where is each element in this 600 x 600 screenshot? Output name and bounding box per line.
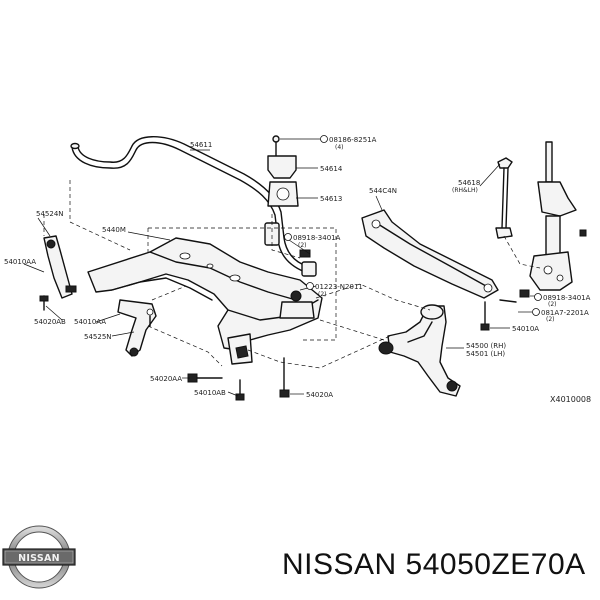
label-544C4N: 544C4N bbox=[369, 187, 397, 195]
ball-joint bbox=[446, 380, 458, 392]
nut-stack-upper bbox=[299, 249, 311, 258]
subframe-mount-block bbox=[279, 301, 315, 319]
label-08918-3401A-upper: 08918-3401A bbox=[293, 234, 341, 242]
part-number-title: NISSAN 54050ZE70A bbox=[282, 548, 586, 581]
label-01223-N2011: 01223-N2011 bbox=[315, 283, 363, 291]
bolt-54010AB bbox=[235, 379, 245, 401]
lower-control-arm bbox=[378, 304, 461, 397]
label-54611: 54611 bbox=[190, 141, 212, 149]
label-01223-qty: (2) bbox=[318, 291, 327, 298]
label-54524N: 54524N bbox=[36, 210, 64, 218]
nut-symbol bbox=[306, 282, 314, 290]
label-08186-8251A: 08186-8251A bbox=[329, 136, 377, 144]
label-54614: 54614 bbox=[320, 165, 343, 173]
label-54618-side: (RH&LH) bbox=[452, 187, 478, 194]
control-arm-rear-bushing bbox=[420, 304, 444, 320]
leader-lines bbox=[23, 138, 540, 397]
strut-fasteners bbox=[499, 289, 530, 303]
bolt-symbol bbox=[532, 308, 540, 316]
label-54525N: 54525N bbox=[84, 333, 112, 341]
label-54618: 54618 bbox=[458, 179, 480, 187]
bolt-symbol bbox=[320, 135, 328, 143]
figure-reference: X4010008 bbox=[550, 395, 591, 404]
logo-wordmark: NISSAN bbox=[18, 553, 60, 564]
label-54613: 54613 bbox=[320, 195, 342, 203]
suspension-exploded-diagram: 54611 54614 54613 08186-8251A (4) 08918-… bbox=[4, 135, 591, 404]
label-08918-3401A-right: 08918-3401A bbox=[543, 294, 591, 302]
front-strut bbox=[529, 141, 587, 291]
reference-lines bbox=[43, 180, 541, 369]
mid-mount-bracket bbox=[117, 299, 157, 357]
stabilizer-bar-end bbox=[70, 142, 80, 150]
label-08918-right-qty: (2) bbox=[548, 301, 557, 308]
stabilizer-bar bbox=[70, 136, 317, 277]
label-081A7-2201A: 081A7-2201A bbox=[541, 309, 589, 317]
control-arm-front-bushing bbox=[378, 341, 394, 355]
lower-link-reinforcement bbox=[361, 209, 499, 299]
label-54020A: 54020A bbox=[306, 391, 333, 399]
label-54010AA-mid: 54010AA bbox=[74, 318, 106, 326]
fastener-symbols bbox=[284, 135, 542, 316]
bolt-head bbox=[272, 135, 280, 143]
label-08186-qty: (4) bbox=[335, 144, 344, 151]
label-54010A: 54010A bbox=[512, 325, 539, 333]
label-54500-rh: 54500 (RH) bbox=[466, 342, 506, 350]
nut bbox=[299, 249, 311, 258]
label-54020AB: 54020AB bbox=[34, 318, 66, 326]
bolt-54020A bbox=[279, 357, 290, 398]
left-mount-bracket bbox=[39, 235, 77, 311]
nut-symbol bbox=[284, 233, 292, 241]
mount-bushing bbox=[290, 290, 302, 302]
front-subframe bbox=[87, 237, 323, 365]
label-5440M: 5440M bbox=[102, 226, 126, 234]
nissan-logo: NISSAN bbox=[2, 525, 76, 589]
bushing-clamp bbox=[267, 155, 297, 179]
bolt-54020AA bbox=[187, 373, 223, 383]
label-081A7-qty: (2) bbox=[546, 316, 555, 323]
label-54501-lh: 54501 (LH) bbox=[466, 350, 505, 358]
bolt-54010A bbox=[480, 301, 490, 331]
label-08918-upper-qty: (2) bbox=[298, 242, 307, 249]
label-54010AB: 54010AB bbox=[194, 389, 226, 397]
stabilizer-bar-end-right bbox=[301, 261, 317, 277]
bushing-clamp-stack bbox=[267, 135, 299, 207]
label-54010AA-left: 54010AA bbox=[4, 258, 36, 266]
stabilizer-bushing-inner bbox=[264, 222, 280, 246]
nut-symbol bbox=[534, 293, 542, 301]
stabilizer-link bbox=[495, 157, 513, 239]
label-54020AA: 54020AA bbox=[150, 375, 182, 383]
